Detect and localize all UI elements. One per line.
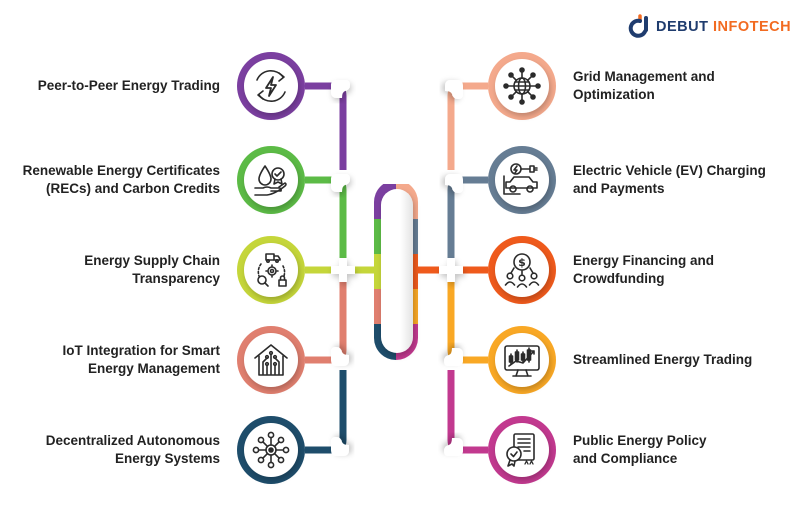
central-pill [374, 184, 418, 360]
label-line: Renewable Energy Certificates [22, 163, 220, 178]
left-node [237, 236, 305, 304]
brand-word-2: INFOTECH [712, 19, 792, 35]
connector-cap [331, 437, 349, 456]
connector-cap [444, 438, 463, 456]
plus-joint [331, 258, 355, 282]
connector-cap [331, 347, 349, 366]
logo-text: DEBUT INFOTECH [656, 19, 791, 35]
smart-home-circuit-icon [254, 344, 288, 376]
label-line: Energy Financing and [573, 253, 715, 268]
dollar-glyph: $ [518, 256, 526, 269]
left-node [237, 52, 305, 120]
pill-inner [381, 189, 413, 353]
connectors [305, 80, 488, 456]
network-hub-icon [252, 431, 290, 469]
right-label: Public Energy Policy and Compliance [573, 432, 707, 468]
right-node [488, 146, 556, 214]
right-node: $ [488, 236, 556, 304]
connector-cap [445, 174, 463, 193]
connector-left [305, 82, 347, 170]
right-node [488, 416, 556, 484]
node-face [495, 153, 549, 207]
label-line: (RECs) and Carbon Credits [45, 181, 220, 196]
node-face [244, 59, 298, 113]
label-line: Streamlined Energy Trading [573, 352, 753, 367]
plus-joint [439, 258, 463, 282]
nodes: $ [237, 52, 556, 484]
brand-logo: DEBUT INFOTECH [628, 14, 791, 40]
label-line: Peer-to-Peer Energy Trading [37, 78, 220, 93]
left-label: Peer-to-Peer Energy Trading [38, 77, 220, 95]
label-line: Energy Supply Chain [84, 253, 220, 268]
right-node [488, 52, 556, 120]
supply-chain-icon [257, 253, 287, 287]
left-label: Renewable Energy Certificates (RECs) and … [23, 162, 220, 198]
connector-cap [445, 80, 463, 99]
left-node [237, 146, 305, 214]
label-line: Optimization [573, 87, 655, 102]
policy-document-icon [506, 433, 535, 467]
trading-chart-icon [504, 345, 540, 377]
label-line: Energy Systems [114, 451, 220, 466]
connector-cap [444, 348, 463, 366]
label-line: Crowdfunding [573, 271, 665, 286]
label-line: Electric Vehicle (EV) Charging [573, 163, 766, 178]
left-node [237, 326, 305, 394]
right-label: Electric Vehicle (EV) Charging and Paymen… [573, 162, 766, 198]
crowdfunding-icon: $ [504, 253, 540, 288]
label-line: and Payments [573, 181, 665, 196]
right-node [488, 326, 556, 394]
right-label: Streamlined Energy Trading [573, 351, 752, 369]
globe-network-icon [503, 67, 541, 105]
node-face [495, 423, 549, 477]
brand-word-1: DEBUT [656, 19, 709, 35]
connector-cap [331, 174, 350, 192]
label-line: Energy Management [87, 361, 220, 376]
energy-cycle-icon [256, 70, 286, 102]
water-certificate-hand-icon [254, 165, 287, 196]
label-line: Grid Management and [573, 69, 715, 84]
label-line: and Compliance [573, 451, 678, 466]
label-line: Public Energy Policy [573, 433, 707, 448]
connector-cap [331, 80, 350, 98]
ev-charging-icon [503, 163, 538, 195]
label-line: IoT Integration for Smart [62, 343, 220, 358]
label-line: Transparency [132, 271, 220, 286]
left-node [237, 416, 305, 484]
logo-icon [628, 14, 648, 38]
label-line: Decentralized Autonomous [45, 433, 220, 448]
